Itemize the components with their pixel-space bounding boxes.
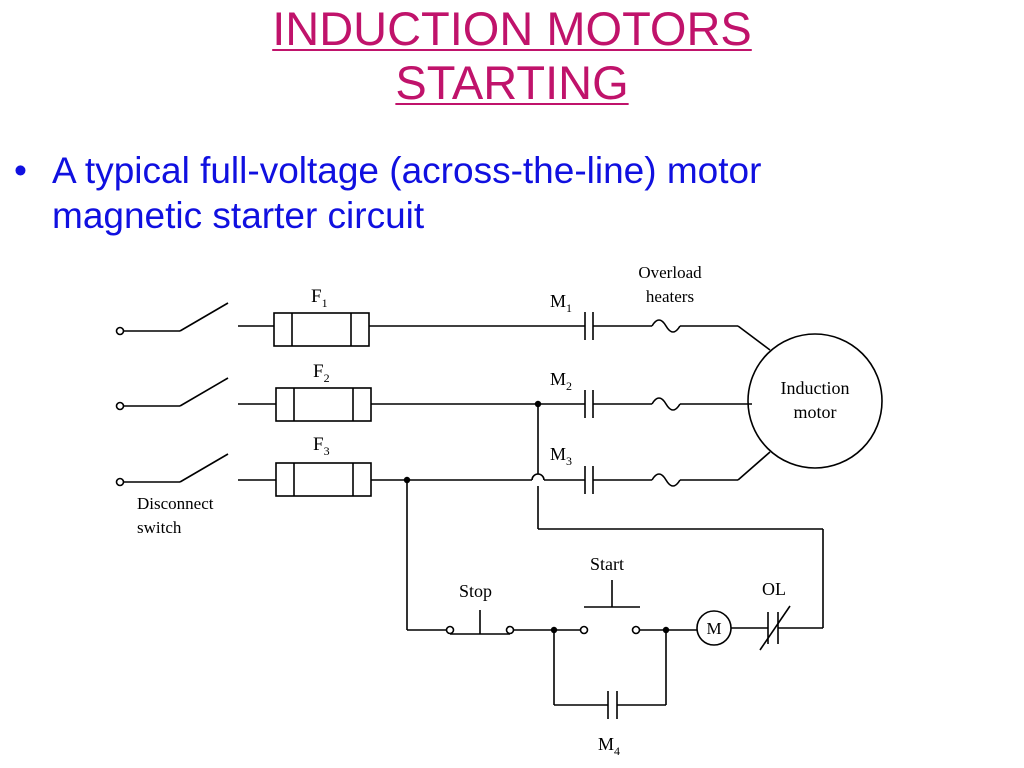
overload-label-line2: heaters bbox=[646, 287, 694, 306]
disconnect-label-line2: switch bbox=[137, 518, 182, 537]
slide-title-line1: INDUCTION MOTORS bbox=[272, 2, 752, 55]
contact-m2-label: M2 bbox=[550, 369, 572, 393]
fuse-f3-label: F3 bbox=[313, 434, 330, 458]
overload-label-line1: Overload bbox=[638, 263, 702, 282]
contact-m1-label: M1 bbox=[550, 291, 572, 315]
bullet-text-line2: magnetic starter circuit bbox=[52, 195, 425, 236]
bullet-text: A typical full-voltage (across-the-line)… bbox=[52, 148, 1004, 238]
induction-motor bbox=[747, 333, 883, 469]
ol-contact bbox=[759, 605, 791, 651]
disconnect-label-line1: Disconnect bbox=[137, 494, 214, 513]
coil-m-label: M bbox=[706, 619, 721, 638]
fuse-f1 bbox=[273, 312, 370, 347]
ol-label: OL bbox=[762, 579, 786, 599]
fuse-f2 bbox=[275, 387, 372, 422]
slide-title: INDUCTION MOTORS STARTING bbox=[0, 2, 1024, 110]
motor-label-line2: motor bbox=[794, 402, 837, 422]
fuse-f2-label: F2 bbox=[313, 361, 330, 385]
fuse-f3 bbox=[275, 462, 372, 497]
slide-title-line2: STARTING bbox=[395, 56, 629, 109]
start-label: Start bbox=[590, 554, 624, 574]
disconnect-switch-2 bbox=[115, 377, 276, 411]
motor-label-line1: Induction bbox=[781, 378, 850, 398]
bullet-text-line1: A typical full-voltage (across-the-line)… bbox=[52, 150, 762, 191]
aux-contact-m4-label: M4 bbox=[598, 734, 620, 758]
stop-label: Stop bbox=[459, 581, 492, 601]
bullet-item: • A typical full-voltage (across-the-lin… bbox=[14, 148, 1004, 238]
bullet-dot: • bbox=[14, 150, 27, 191]
disconnect-switch-3 bbox=[115, 453, 276, 487]
fuse-f1-label: F1 bbox=[311, 286, 328, 310]
contact-m3-label: M3 bbox=[550, 444, 572, 468]
disconnect-switch-1 bbox=[115, 302, 274, 336]
stop-pushbutton bbox=[445, 610, 515, 635]
start-pushbutton bbox=[579, 580, 641, 635]
